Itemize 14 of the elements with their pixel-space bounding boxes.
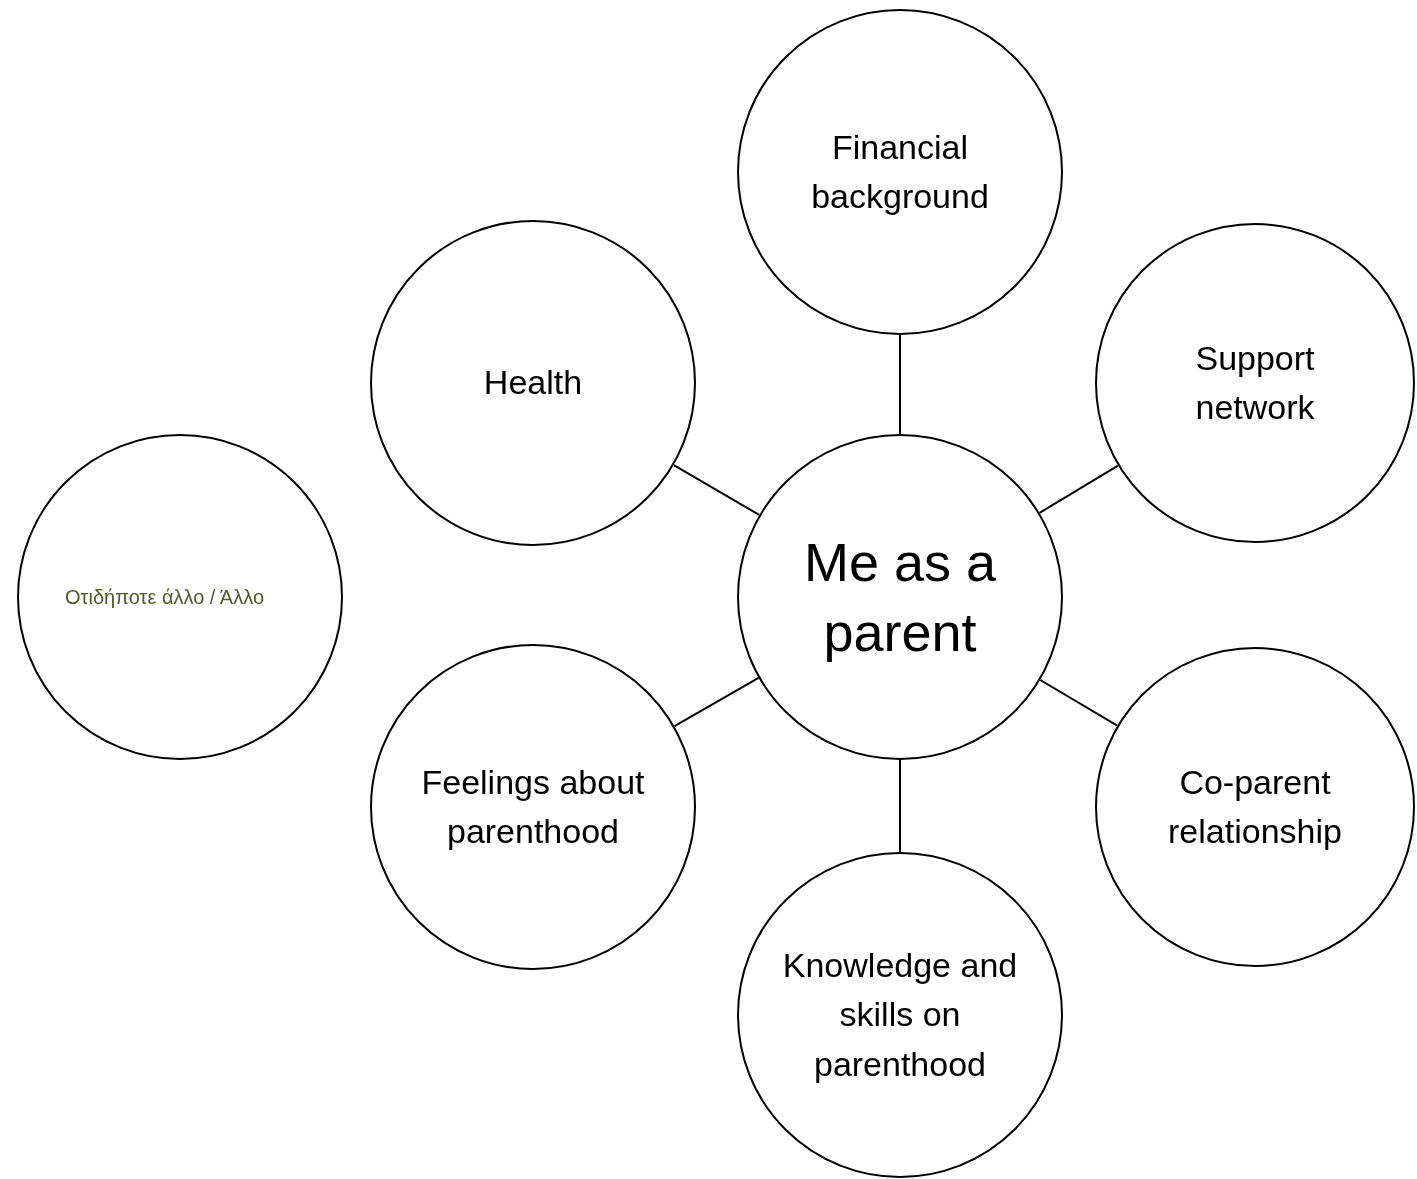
node-label: Me as a parent	[802, 530, 998, 664]
node-label: Feelings about parenthood	[420, 761, 646, 852]
connector-line	[1039, 679, 1119, 727]
node-label: Οτιδήποτε άλλο / Άλλο	[65, 585, 265, 610]
connector-line	[899, 759, 901, 853]
node-label: Health	[482, 362, 584, 404]
node-label: Knowledge and skills on parenthood	[781, 945, 1019, 1085]
node-label: Support network	[1194, 337, 1316, 428]
node-label: Financial background	[810, 126, 990, 217]
connector-line	[673, 676, 760, 728]
connector-line	[1038, 464, 1119, 514]
connector-line	[672, 464, 761, 516]
node-label: Co-parent relationship	[1167, 761, 1343, 852]
connector-line	[899, 334, 901, 435]
